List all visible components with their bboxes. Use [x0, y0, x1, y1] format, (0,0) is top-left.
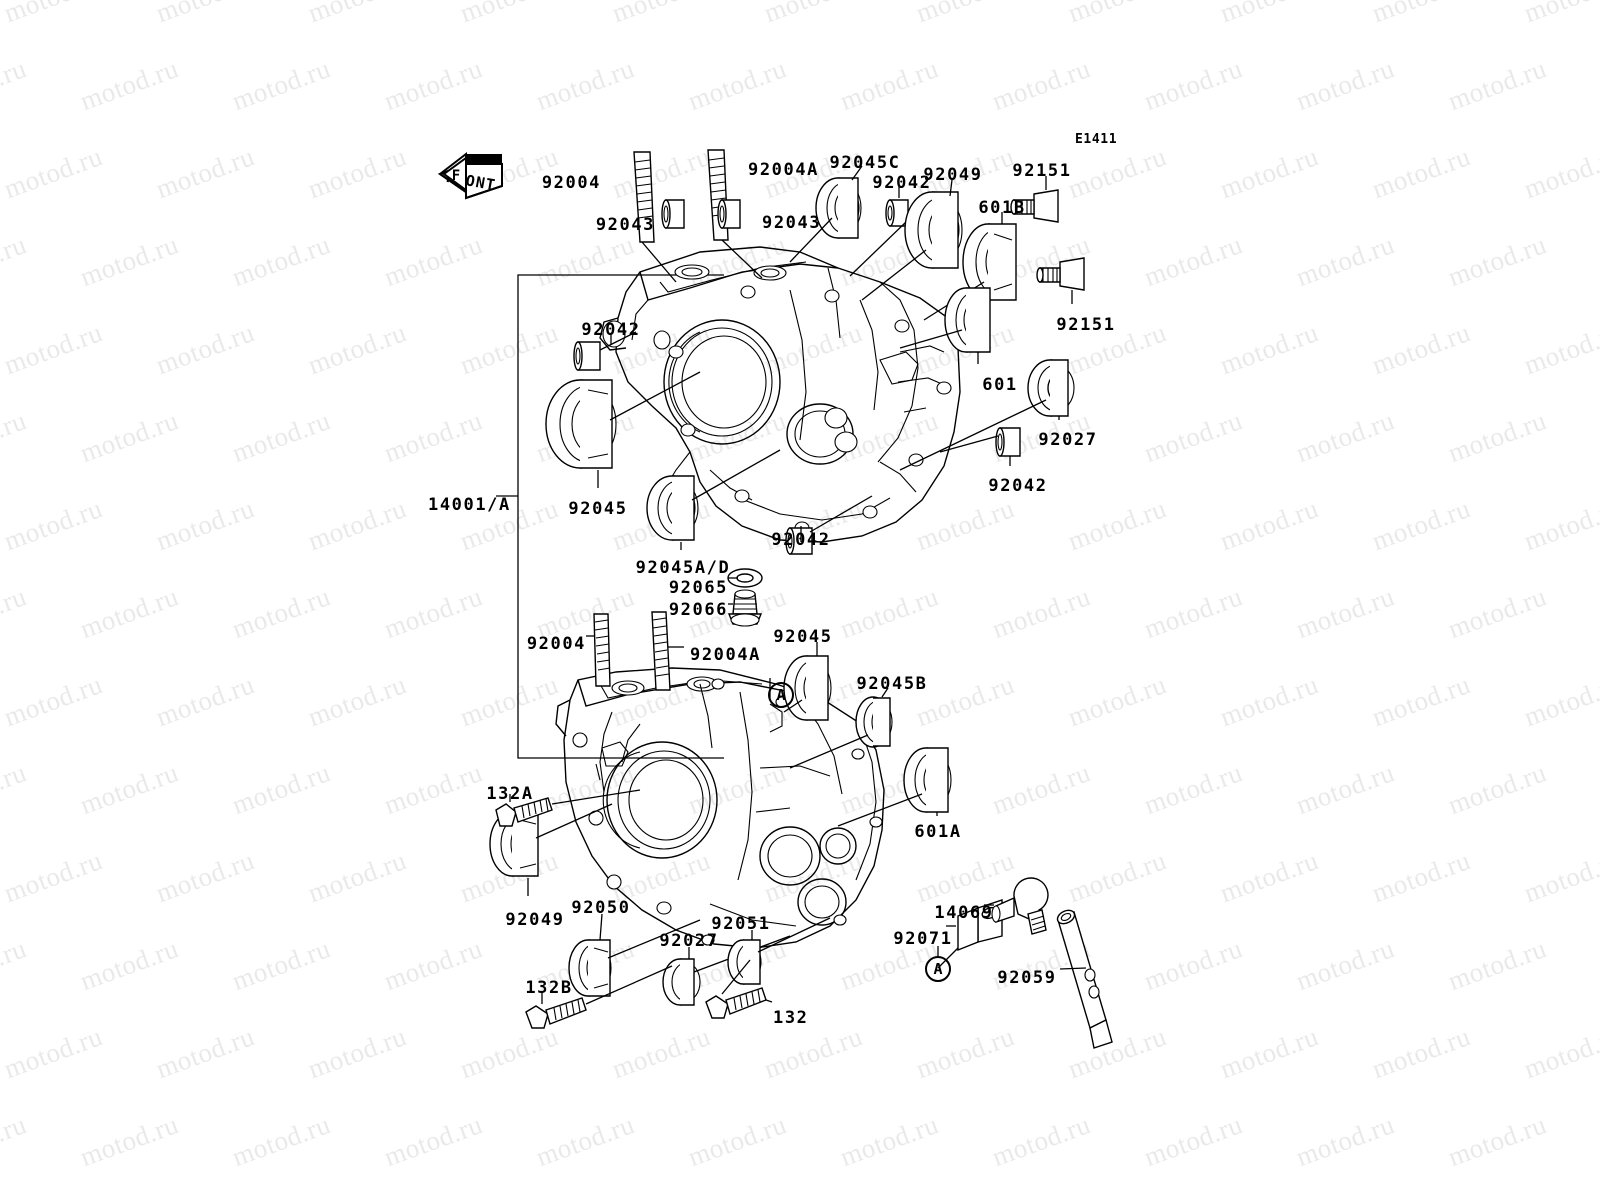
lower-crankcase-body	[555, 667, 885, 949]
part-label-601a: 601A	[914, 822, 962, 842]
front-direction-icon: FRONT F	[432, 146, 510, 208]
assembly-bracket	[496, 274, 724, 759]
part-label-92043: 92043	[595, 215, 655, 235]
bearing-92045c	[789, 165, 863, 263]
part-label-92042: 92042	[581, 320, 641, 340]
part-label-132b: 132B	[525, 978, 573, 998]
bolt-132a	[495, 789, 641, 827]
breather-fitting-14069	[984, 877, 1049, 935]
part-label-92004a: 92004A	[748, 160, 820, 180]
seal-92049-upper	[861, 179, 963, 301]
part-label-92045c: 92045C	[829, 153, 901, 173]
part-label-14001-a: 14001/A	[428, 495, 511, 515]
seal-92049-lower	[489, 803, 613, 896]
washer-92065	[727, 568, 763, 588]
part-label-92027: 92027	[659, 931, 719, 951]
bearing-92045b	[789, 687, 893, 769]
part-label-92049: 92049	[505, 910, 565, 930]
part-label-92042: 92042	[988, 476, 1048, 496]
dowel-pin-92042-mid	[785, 495, 873, 555]
bearing-92045-lower	[783, 642, 832, 721]
part-label-92050: 92050	[571, 898, 631, 918]
callout-marker-a-lower: A	[925, 956, 951, 982]
part-label-92004: 92004	[541, 173, 601, 193]
bearing-92045-upper	[545, 371, 701, 488]
part-label-92042: 92042	[771, 530, 831, 550]
part-label-92151: 92151	[1056, 315, 1116, 335]
dowel-pin-92042-right	[939, 427, 1021, 466]
stud-bolt-92004a-lower	[651, 611, 684, 691]
screw-92151-mid	[1036, 257, 1085, 304]
drain-plug-92066	[727, 589, 763, 627]
part-label-14069: 14069	[934, 903, 994, 923]
bearing-601b	[923, 212, 1017, 321]
part-label-92071: 92071	[893, 929, 953, 949]
dowel-pin-92042-left	[573, 331, 637, 371]
stud-bolt-92004	[633, 151, 677, 283]
diagram-code: E1411	[1075, 132, 1118, 147]
seal-92050	[568, 913, 701, 997]
part-label-132a: 132A	[486, 784, 534, 804]
part-label-601b: 601B	[978, 198, 1026, 218]
bolt-132b	[525, 965, 673, 1029]
part-label-92051: 92051	[711, 914, 771, 934]
bearing-601a	[837, 747, 952, 827]
part-label-92059: 92059	[997, 968, 1057, 988]
part-label-92045b: 92045B	[856, 674, 928, 694]
washer-92027-upper	[899, 359, 1075, 471]
svg-text:F: F	[452, 168, 460, 184]
part-label-92151: 92151	[1012, 161, 1072, 181]
washer-92027-lower	[662, 935, 791, 1006]
part-label-92045: 92045	[568, 499, 628, 519]
breather-tube-92059	[1056, 909, 1113, 1049]
bolt-132	[705, 959, 773, 1019]
bearing-601	[899, 287, 991, 364]
part-label-92004a: 92004A	[690, 645, 762, 665]
collar-92043-right	[717, 199, 741, 229]
bearing-92045ad	[646, 449, 781, 550]
part-label-92043: 92043	[762, 213, 822, 233]
part-label-92045: 92045	[773, 627, 833, 647]
callout-marker-a-upper: A	[768, 682, 794, 708]
part-label-92027: 92027	[1038, 430, 1098, 450]
collar-92043-left	[661, 199, 685, 229]
part-label-92045a-d: 92045A/D	[635, 558, 731, 578]
part-label-92065: 92065	[668, 578, 728, 598]
part-label-92049: 92049	[923, 165, 983, 185]
part-label-132: 132	[773, 1008, 809, 1028]
part-label-92004: 92004	[526, 634, 586, 654]
screw-92151-top	[1010, 176, 1059, 223]
stud-bolt-92004-lower	[586, 613, 611, 687]
part-label-92066: 92066	[668, 600, 728, 620]
part-label-92042: 92042	[872, 173, 932, 193]
part-label-601: 601	[982, 375, 1018, 395]
